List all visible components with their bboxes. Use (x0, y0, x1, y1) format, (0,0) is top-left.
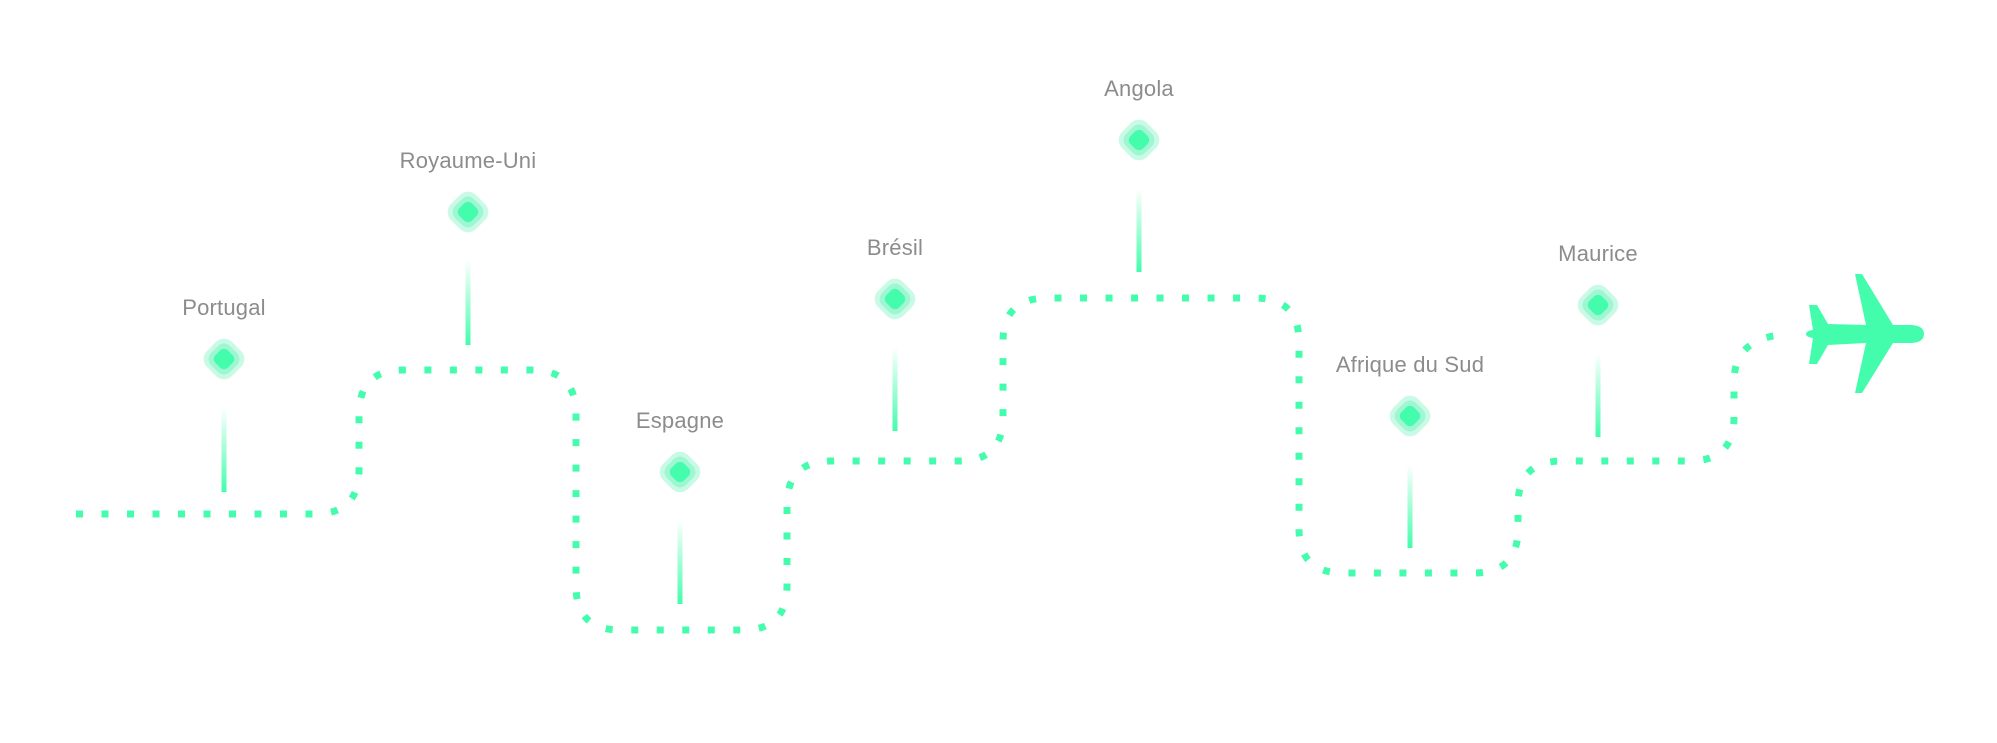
stop-label: Royaume-Uni (400, 148, 537, 173)
stop-portugal: Portugal (182, 295, 266, 492)
location-marker-icon (1577, 284, 1619, 326)
airplane-icon (1806, 274, 1924, 393)
stop-royaume-uni: Royaume-Uni (400, 148, 537, 345)
stop-maurice: Maurice (1558, 241, 1638, 437)
stop-connector (221, 407, 227, 492)
location-marker-icon (203, 338, 245, 380)
stop-bresil: Brésil (867, 235, 923, 431)
stop-label: Maurice (1558, 241, 1638, 266)
stop-espagne: Espagne (636, 408, 724, 604)
stop-label: Angola (1104, 76, 1174, 101)
stop-connector (465, 260, 471, 345)
stop-label: Brésil (867, 235, 923, 260)
location-marker-icon (1389, 395, 1431, 437)
stop-label: Espagne (636, 408, 724, 433)
location-marker-icon (659, 451, 701, 493)
stop-connector (1407, 464, 1413, 548)
location-marker-icon (874, 278, 916, 320)
location-marker-icon (447, 191, 489, 233)
stop-connector (1595, 353, 1601, 437)
stop-connector (677, 520, 683, 604)
stop-label: Afrique du Sud (1336, 352, 1484, 377)
stop-afrique-du-sud: Afrique du Sud (1336, 352, 1484, 548)
stop-label: Portugal (182, 295, 266, 320)
stop-connector (1136, 188, 1142, 272)
location-marker-icon (1118, 119, 1160, 161)
dotted-route-path (76, 294, 1781, 634)
stop-connector (892, 347, 898, 431)
stop-angola: Angola (1104, 76, 1174, 272)
